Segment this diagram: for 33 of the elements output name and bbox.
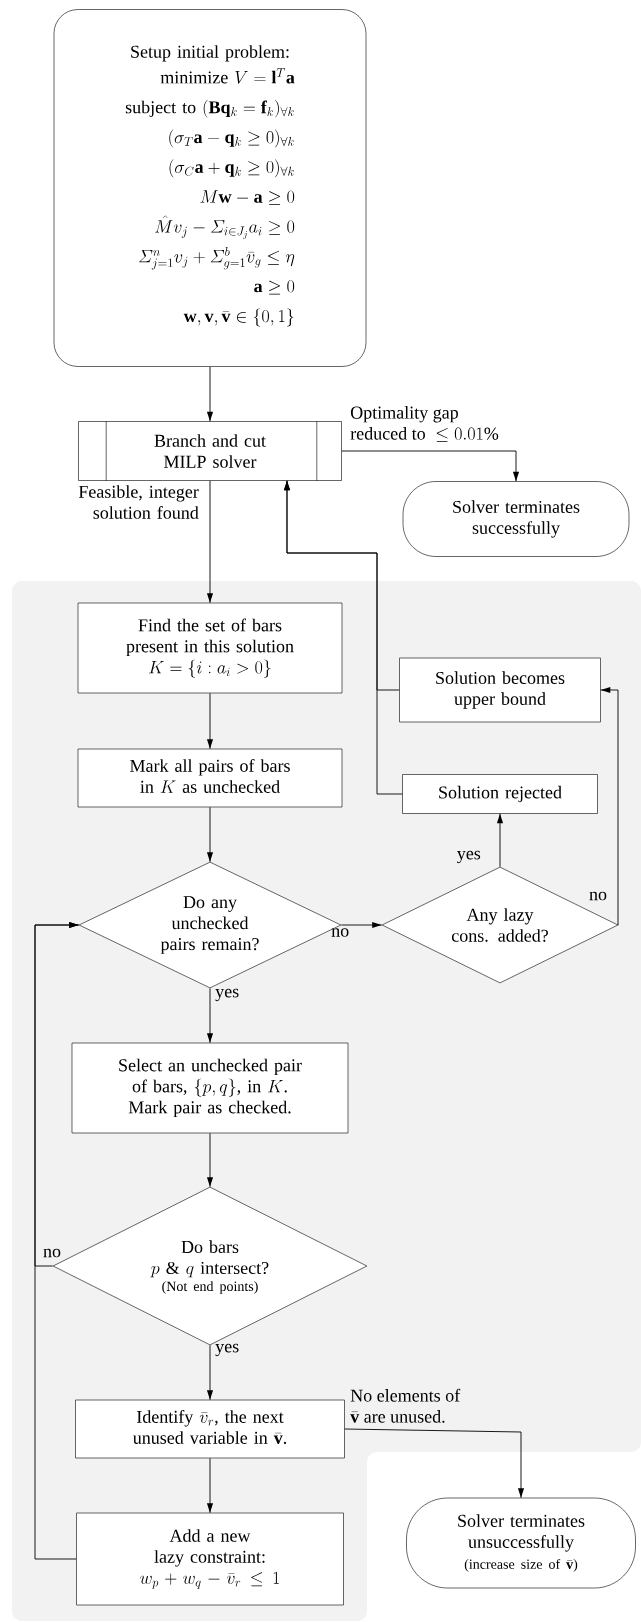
- edge-label: $\begin{array}{l}\text{No elements of}\\\bar{\mathbf{v}}\text{ are unused.}\end{array}$: [350, 1388, 461, 1423]
- arrow: [206, 366, 214, 422]
- arrow: [341, 450, 520, 482]
- arrow: [206, 1132, 214, 1188]
- arrow: [34, 921, 80, 1560]
- edge-label: yes: [215, 1343, 239, 1357]
- process-box: Solution becomes upper bound: [399, 657, 601, 723]
- process-box: $\begin{array}{c}\text{Find the set of bars}\\\text{present in this solution}\\K=\{i:a_i>0\}\end{array}$: [77, 602, 343, 694]
- process-box: Add a new lazy constraint: $w_p+w_q-\bar{v}_r\leq 1$: [76, 1512, 344, 1606]
- arrow: [600, 686, 619, 926]
- terminator-box: Solver terminates successfully: [402, 481, 630, 557]
- arrow: [344, 1428, 525, 1499]
- arrow: [283, 480, 400, 691]
- arrow: [206, 987, 214, 1044]
- solver-box: Branch and cut MILP solver: [78, 420, 342, 482]
- edge-label: yes: [457, 850, 481, 864]
- arrow: [496, 813, 504, 868]
- process-box: $\begin{array}{c}\text{Select an unchecked pair}\\\text{of bars, }\{p,q\}\text{, in }K\text{.}\\\text{Mark pair as checked.}\end{array}$: [71, 1042, 349, 1134]
- problem-box: Setup initial problem: $\begin{array}{r}\text{minimize } V=\mathbf{l}^T\mathbf{a}\\\text{subject to } (\mathbf{B}\mathbf{q}_k=\mathbf{f}_k)_{\forall k}\\(\sigma_T\mathbf{a}-\mathbf{q}_k\geq 0)_{\forall k}\\(\sigma_C\mathbf{a}+\mathbf{q}_k\geq 0)_{\forall k}\\M\mathbf{w}-\mathbf{a}\geq 0\\\hat{M}v_j-\varSigma_{i\in J_j}a_i\geq 0\\\varSigma_{j=1}^{n}v_j+\varSigma_{g=1}^{b}\bar{v}_g\leq\eta\\\mathbf{a}\geq 0\\\mathbf{w},\mathbf{v},\bar{\mathbf{v}}\in\{0,1\}\end{array}$: [53, 9, 367, 367]
- edge-label: $\begin{array}{l}\text{Optimality gap}\\\text{reduced to }\leq 0.01\%\end{array}$: [350, 406, 499, 442]
- arrow: [340, 921, 383, 929]
- arrow: [206, 1344, 214, 1401]
- arrow: [206, 692, 214, 750]
- arrow: [206, 480, 214, 604]
- edge-label: Feasible, integer solution found: [78, 485, 199, 519]
- process-box: $\begin{array}{c}\text{Mark all pairs of bars}\\\text{in }K\text{ as unchecked}\end{array}$: [77, 748, 343, 808]
- edge-label: yes: [215, 988, 239, 1002]
- arrow: [206, 806, 214, 863]
- arrow: [206, 1457, 214, 1514]
- process-box: Solution rejected: [402, 774, 598, 814]
- process-box: $\begin{array}{c}\text{Identify }\bar{v}_r\text{, the next}\\\text{unused variable in }\bar{\mathbf{v}}\text{.}\end{array}$: [75, 1399, 345, 1459]
- terminator-box: Solver terminates unsuccessfully $\text{(increase size of }\bar{\mathbf{v}}\text{)}$: [406, 1497, 636, 1589]
- edge-label: no: [589, 891, 607, 901]
